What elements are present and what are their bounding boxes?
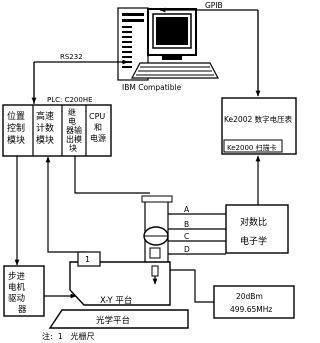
ratio-electronics-block bbox=[225, 204, 289, 254]
signal-label-a: A bbox=[184, 205, 190, 214]
signal-label-c: C bbox=[184, 232, 189, 241]
xy-stage-label: X-Y 平台 bbox=[100, 295, 132, 306]
xy-stage bbox=[69, 251, 171, 306]
computer-icon bbox=[117, 7, 219, 81]
optical-table-label: 光学平台 bbox=[96, 315, 130, 326]
system-block-diagram: IBM Compatible GPIB RS232 PLC: C200HE 位置… bbox=[2, 1, 297, 341]
rf-feed-line bbox=[170, 269, 214, 303]
gpib-label: GPIB bbox=[205, 1, 223, 10]
rf-source-power: 20dBm bbox=[236, 292, 263, 301]
relay-output-module: 继 电 器输 出模 块 bbox=[66, 107, 85, 153]
signal-lines bbox=[168, 213, 226, 255]
ratio-electronics-line2: 电子学 bbox=[240, 235, 267, 247]
plc-block bbox=[2, 104, 112, 157]
rf-source-frequency: 499.65MHz bbox=[230, 305, 272, 314]
stepper-driver-label: 步进 电机 驱动 器 bbox=[8, 272, 28, 315]
rs232-link bbox=[31, 59, 129, 104]
scan-card-label: Ke2000 扫描卡 bbox=[227, 143, 277, 152]
rs232-label: RS232 bbox=[60, 53, 83, 61]
encoder-feedback-line bbox=[45, 156, 87, 258]
high-speed-counter-module: 高速 计数 模块 bbox=[36, 110, 57, 146]
detector-assembly bbox=[141, 195, 173, 285]
stepper-driver-block bbox=[3, 265, 45, 317]
cpu-power-module: CPU 和 电源 bbox=[89, 112, 108, 143]
voltmeter-label: Ke2002 数字电压表 bbox=[224, 114, 293, 124]
rf-source-block bbox=[213, 285, 295, 319]
position-control-module: 位置 控制 模块 bbox=[7, 110, 28, 146]
computer-label: IBM Compatible bbox=[122, 83, 182, 92]
plc-label: PLC: C200HE bbox=[47, 96, 93, 104]
signal-label-d: D bbox=[184, 245, 190, 254]
signal-label-b: B bbox=[184, 220, 189, 229]
ratio-electronics-line1: 对数比 bbox=[240, 216, 267, 228]
footnote: 注: 1 光栅尺 bbox=[42, 331, 95, 341]
encoder-marker: 1 bbox=[85, 255, 90, 264]
voltmeter-block bbox=[221, 97, 297, 155]
gpib-link bbox=[159, 7, 261, 97]
optical-table bbox=[48, 309, 189, 329]
relay-control-line bbox=[74, 156, 150, 194]
